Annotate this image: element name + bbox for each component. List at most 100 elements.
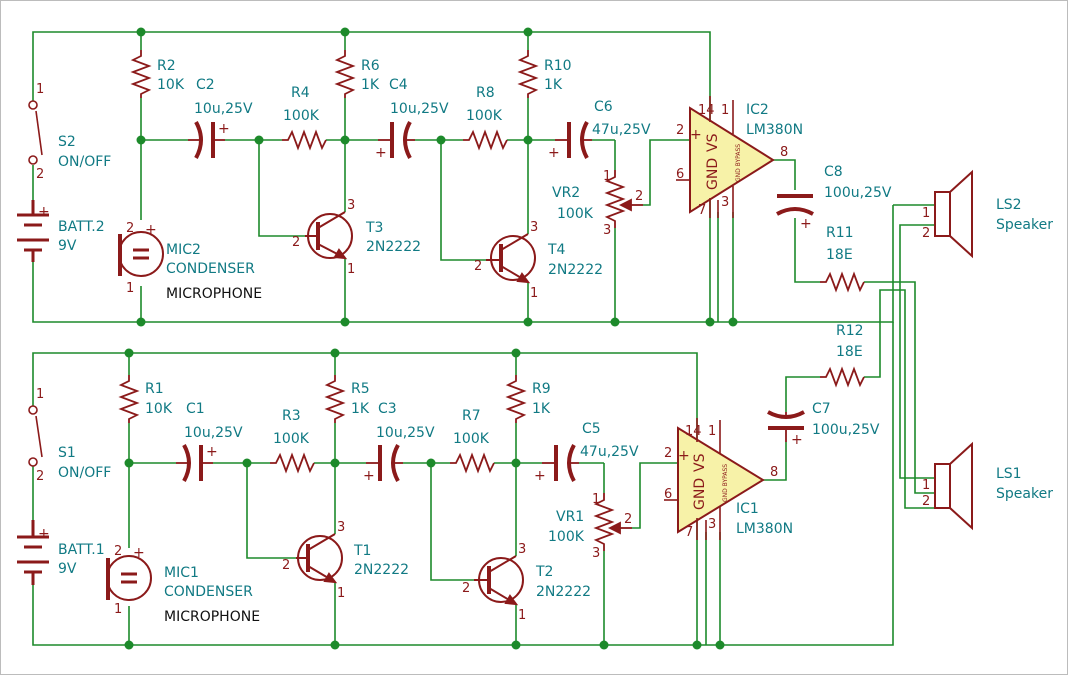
capacitor-c7 — [767, 410, 805, 442]
ic2-pin1: 1 — [721, 103, 729, 118]
r1-ref: R1 — [145, 381, 164, 397]
r3-ref: R3 — [282, 408, 301, 424]
resistor-r2 — [130, 50, 152, 98]
vr1-ref: VR1 — [556, 509, 584, 525]
speaker-ls2 — [934, 169, 973, 259]
vr2-pin2: 2 — [635, 189, 643, 204]
c1-ref: C1 — [186, 401, 205, 417]
s1-pin1: 1 — [36, 387, 44, 402]
r9-value: 1K — [532, 401, 551, 417]
ic1-pin3: 3 — [708, 517, 716, 532]
batt1-value: 9V — [58, 561, 77, 577]
s2-pin1: 1 — [36, 82, 44, 97]
batt2-plus: + — [38, 204, 50, 220]
ic1-pin8: 8 — [770, 465, 778, 480]
c3-value: 10u,25V — [376, 425, 435, 441]
t2-pin3: 3 — [518, 542, 526, 557]
t1-pin3: 3 — [337, 520, 345, 535]
t2-value: 2N2222 — [536, 584, 591, 600]
c7-plus: + — [791, 432, 803, 448]
ic1-pin14: 14 — [685, 424, 702, 439]
capacitor-c8 — [776, 194, 814, 216]
vr1-pin3: 3 — [592, 546, 600, 561]
r10-ref: R10 — [544, 58, 572, 74]
ic2-pin14: 14 — [698, 103, 715, 118]
potentiometer-vr2 — [604, 170, 643, 228]
c3-ref: C3 — [378, 401, 397, 417]
ls1-ref: LS1 — [996, 466, 1022, 482]
resistor-r3 — [270, 452, 315, 474]
r12-value: 18E — [836, 344, 863, 360]
t1-value: 2N2222 — [354, 562, 409, 578]
resistor-r9 — [505, 375, 527, 423]
s2-value: ON/OFF — [58, 154, 111, 170]
bottom-labels: 1 2 S1 ON/OFF + BATT.1 9V 2 1 + MIC1 CON… — [36, 323, 1053, 625]
resistor-r1 — [118, 375, 140, 423]
ls1-pin2: 2 — [922, 494, 930, 509]
vr1-pin2: 2 — [624, 512, 632, 527]
t4-ref: T4 — [547, 242, 566, 258]
mic2-pin1: 1 — [126, 281, 134, 296]
ic1-pin1: 1 — [708, 424, 716, 439]
r1-value: 10K — [145, 401, 173, 417]
c6-value: 47u,25V — [592, 122, 651, 138]
ls2-ref: LS2 — [996, 197, 1022, 213]
top-amplifier-circuit — [17, 27, 973, 494]
t4-pin2: 2 — [474, 259, 482, 274]
ic2-pin7: 7 — [698, 203, 706, 218]
r11-ref: R11 — [826, 225, 854, 241]
potentiometer-vr1 — [593, 493, 632, 551]
ic2-vs: VS — [705, 133, 721, 152]
vr2-pin1: 1 — [603, 169, 611, 184]
r8-value: 100K — [466, 108, 503, 124]
r2-ref: R2 — [157, 58, 176, 74]
batt1-plus: + — [38, 526, 50, 542]
mic2-caption: MICROPHONE — [166, 286, 262, 302]
resistor-r8 — [463, 129, 508, 151]
ic2-pin6: 6 — [676, 167, 684, 182]
s1-value: ON/OFF — [58, 465, 111, 481]
ic1-value: LM380N — [736, 521, 793, 537]
ls2-value: Speaker — [996, 217, 1053, 233]
t2-pin2: 2 — [462, 581, 470, 596]
c2-ref: C2 — [196, 77, 215, 93]
c5-ref: C5 — [582, 421, 601, 437]
ic1-gnd: GND — [692, 478, 708, 510]
ic1-ref: IC1 — [736, 501, 759, 517]
ic2-pin8: 8 — [780, 145, 788, 160]
bottom-junctions — [124, 348, 725, 650]
resistor-r6 — [334, 50, 356, 98]
c8-ref: C8 — [824, 164, 843, 180]
r12-ref: R12 — [836, 323, 864, 339]
vr1-value: 100K — [548, 529, 585, 545]
speaker-ls1 — [934, 441, 973, 531]
vr2-ref: VR2 — [552, 185, 580, 201]
resistor-r4 — [282, 129, 327, 151]
c4-plus: + — [375, 145, 387, 161]
mic-mic2 — [118, 231, 164, 277]
ls1-value: Speaker — [996, 486, 1053, 502]
ic2-value: LM380N — [746, 122, 803, 138]
top-junctions — [136, 27, 738, 327]
resistor-r5 — [324, 375, 346, 423]
ic2-ref: IC2 — [746, 102, 769, 118]
s1-pin2: 2 — [36, 469, 44, 484]
c8-value: 100u,25V — [824, 185, 892, 201]
batt2-value: 9V — [58, 238, 77, 254]
ls2-pin2: 2 — [922, 226, 930, 241]
ic2-pin2: 2 — [676, 123, 684, 138]
t4-pin3: 3 — [530, 220, 538, 235]
t3-pin2: 2 — [292, 235, 300, 250]
mic2-value: CONDENSER — [166, 261, 255, 277]
transistor-t3 — [305, 211, 353, 260]
r5-value: 1K — [351, 401, 370, 417]
capacitor-c2 — [188, 121, 225, 159]
mic1-value: CONDENSER — [164, 584, 253, 600]
t4-pin1: 1 — [530, 286, 538, 301]
mic1-caption: MICROPHONE — [164, 609, 260, 625]
c4-ref: C4 — [389, 77, 408, 93]
r11-value: 18E — [826, 247, 853, 263]
capacitor-c4 — [378, 121, 415, 159]
